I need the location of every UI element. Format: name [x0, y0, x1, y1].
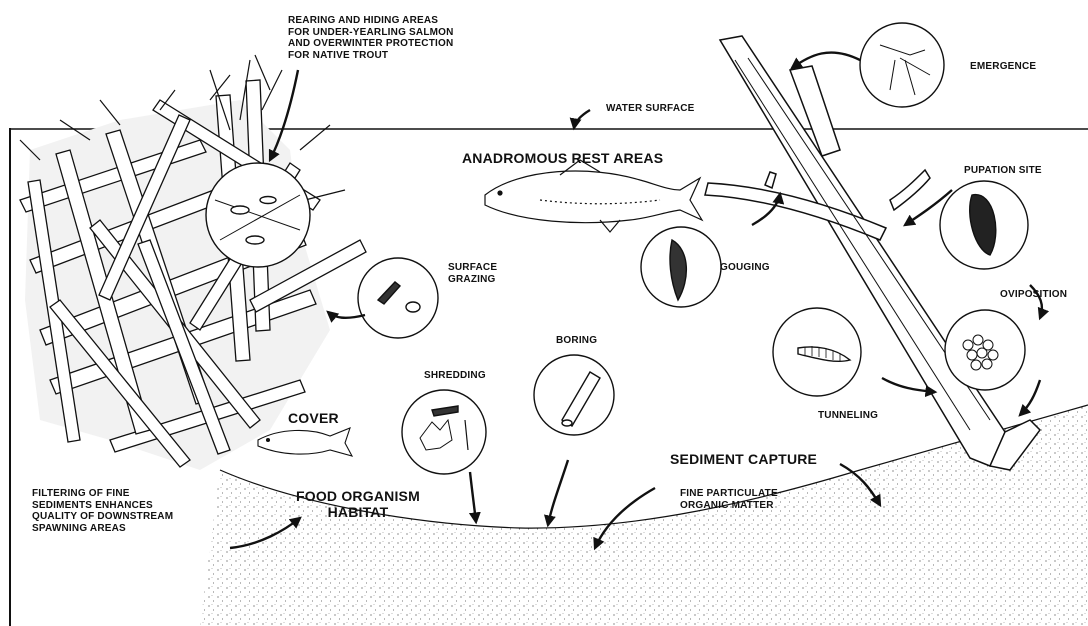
label-rearing: REARING AND HIDING AREAS FOR UNDER-YEARL…	[288, 15, 454, 61]
inset-boring	[534, 355, 614, 435]
inset-tunneling	[773, 308, 861, 396]
label-oviposition: OVIPOSITION	[1000, 289, 1067, 301]
label-sediment-capture: SEDIMENT CAPTURE	[670, 451, 817, 467]
inset-surface-grazing	[358, 258, 438, 338]
label-boring: BORING	[556, 335, 597, 347]
inset-gouging	[641, 227, 721, 307]
label-surface-grazing: SURFACE GRAZING	[448, 262, 497, 285]
label-emergence: EMERGENCE	[970, 61, 1036, 73]
label-fine-particulate: FINE PARTICULATE ORGANIC MATTER	[680, 488, 778, 511]
trout-fish	[258, 428, 352, 456]
inset-pupation	[940, 181, 1028, 269]
inset-rearing	[206, 163, 310, 267]
salmon-fish	[485, 160, 702, 232]
label-filtering: FILTERING OF FINE SEDIMENTS ENHANCES QUA…	[32, 488, 173, 534]
inset-shredding	[402, 390, 486, 474]
label-pupation-site: PUPATION SITE	[964, 165, 1042, 177]
label-shredding: SHREDDING	[424, 370, 486, 382]
label-anadromous-rest-areas: ANADROMOUS REST AREAS	[462, 150, 663, 166]
label-gouging: GOUGING	[720, 262, 770, 274]
label-cover: COVER	[288, 410, 339, 426]
label-food-organism-habitat: FOOD ORGANISM HABITAT	[296, 488, 420, 520]
inset-oviposition	[945, 310, 1025, 390]
label-water-surface: WATER SURFACE	[606, 103, 695, 115]
inset-emergence	[860, 23, 944, 107]
label-tunneling: TUNNELING	[818, 410, 878, 422]
